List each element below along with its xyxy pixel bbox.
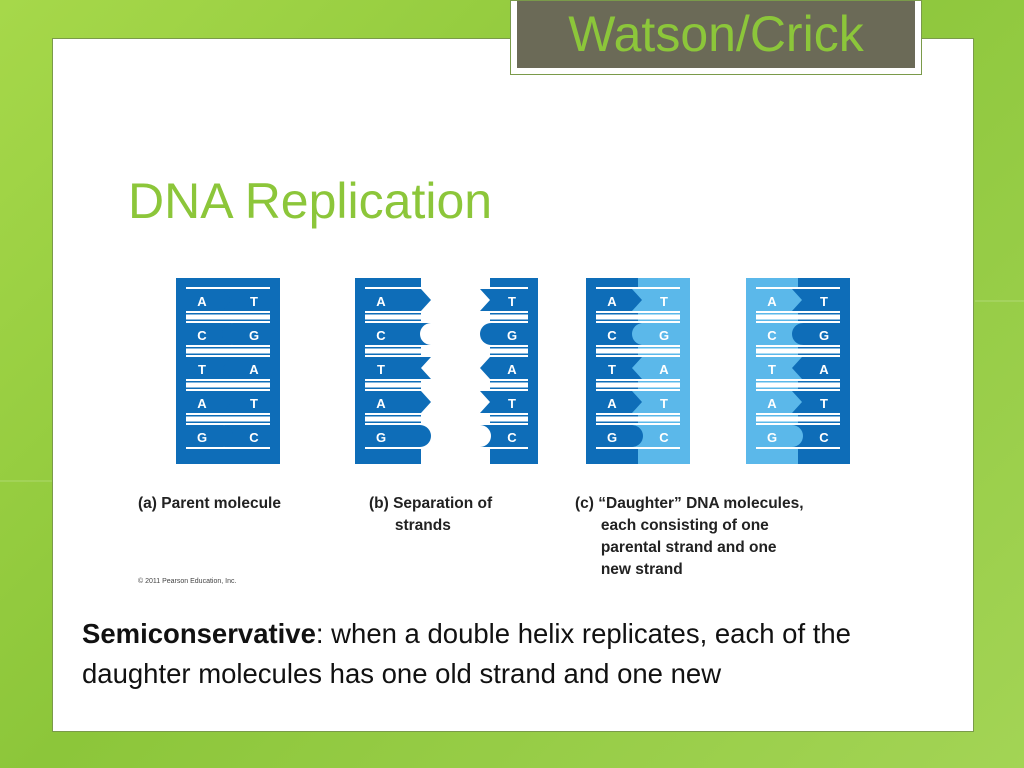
caption-daughter-molecules: (c) “Daughter” DNA molecules, each consi…	[575, 495, 804, 578]
corner-tag: Watson/Crick	[510, 0, 922, 75]
background-stripe	[0, 480, 60, 482]
definition-colon: :	[315, 618, 324, 649]
corner-tag-label: Watson/Crick	[517, 1, 915, 68]
definition-paragraph: Semiconservative: when a double helix re…	[82, 614, 952, 694]
slide-title: DNA Replication	[128, 173, 493, 229]
definition-text: when a double helix replicates, each of …	[82, 618, 851, 689]
caption-separation: (b) Separation of strands	[369, 495, 493, 534]
background-stripe	[975, 300, 1024, 302]
copyright-note: © 2011 Pearson Education, Inc.	[138, 578, 237, 585]
definition-term: Semiconservative	[82, 618, 316, 649]
caption-parent-molecule: (a) Parent molecule	[138, 495, 281, 512]
